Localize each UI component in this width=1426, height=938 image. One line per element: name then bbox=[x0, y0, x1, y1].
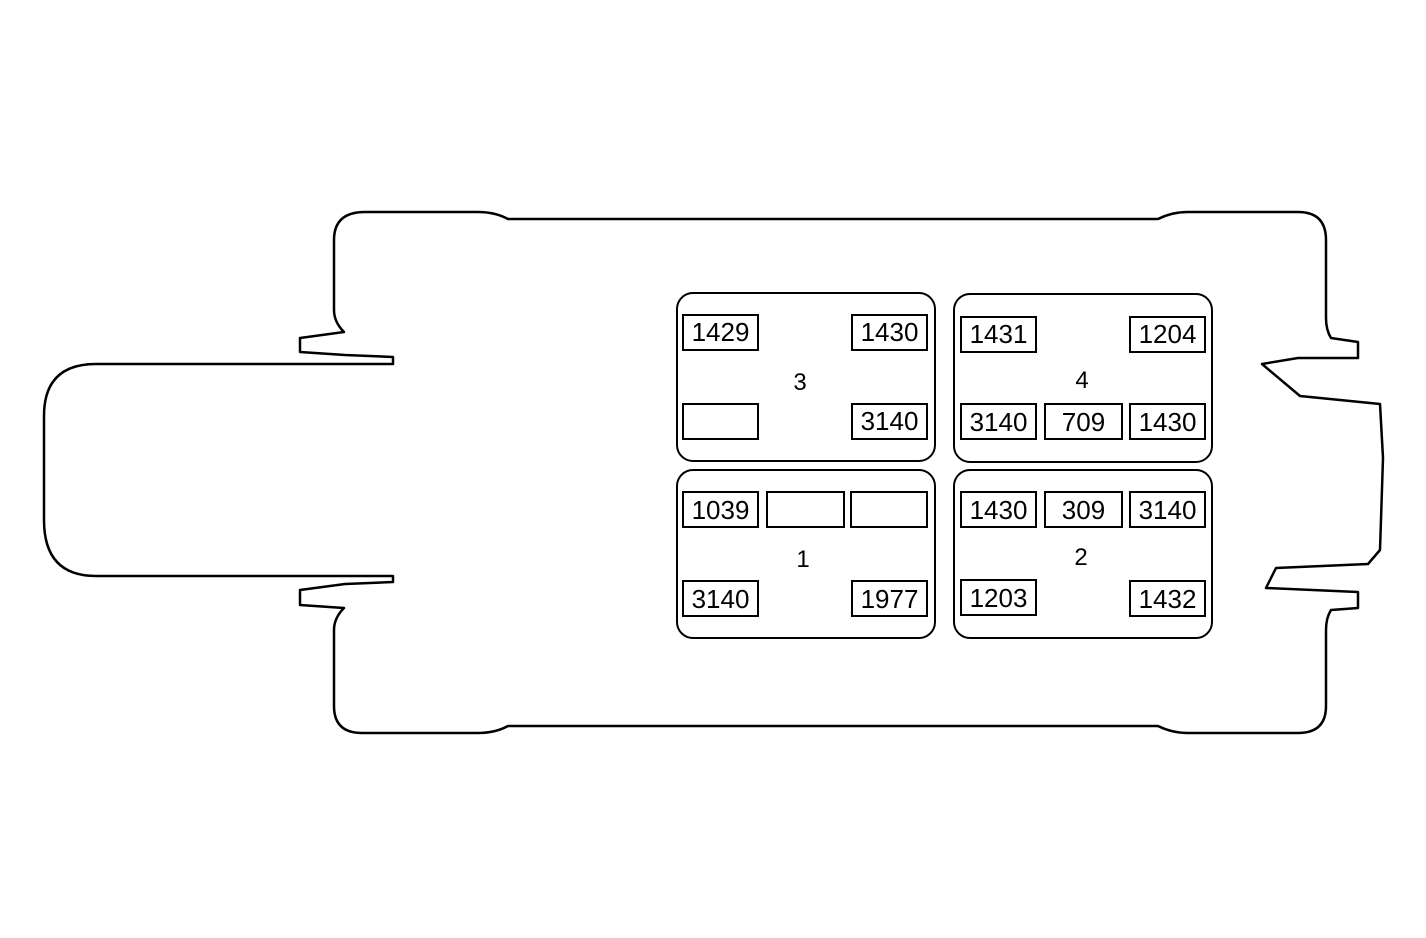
terminal-label: 1432 bbox=[1139, 584, 1197, 614]
relay-number-label: 3 bbox=[793, 369, 806, 396]
terminal-label: 1430 bbox=[1139, 407, 1197, 437]
terminal-label: 1429 bbox=[692, 317, 750, 347]
terminal-box bbox=[851, 580, 928, 617]
terminal-label: 3140 bbox=[861, 406, 919, 436]
terminal-box bbox=[1129, 403, 1206, 440]
terminal-label: 3140 bbox=[1139, 495, 1197, 525]
terminal-label: 1431 bbox=[970, 319, 1028, 349]
terminal-box bbox=[960, 316, 1037, 353]
terminal-label: 3140 bbox=[692, 584, 750, 614]
terminal-box bbox=[1044, 403, 1123, 440]
terminal-box bbox=[850, 491, 928, 528]
terminal-label: 1203 bbox=[970, 583, 1028, 613]
terminal-label: 1039 bbox=[692, 495, 750, 525]
relay-block-4-frame bbox=[953, 293, 1213, 463]
terminal-box bbox=[682, 491, 759, 528]
relay-block-3-frame bbox=[676, 292, 936, 462]
terminal-box bbox=[766, 491, 845, 528]
terminal-label: 309 bbox=[1062, 495, 1105, 525]
terminal-box bbox=[1044, 491, 1123, 528]
relay-number-label: 1 bbox=[796, 546, 809, 573]
terminal-label: 1204 bbox=[1139, 319, 1197, 349]
terminal-box bbox=[960, 491, 1037, 528]
relay-number-label: 4 bbox=[1075, 367, 1088, 394]
terminal-box bbox=[682, 403, 759, 440]
terminal-box bbox=[1129, 491, 1206, 528]
relay-block-1: 1039 1 3140 1977 bbox=[676, 469, 936, 639]
terminal-label: 709 bbox=[1062, 407, 1105, 437]
terminal-label: 1977 bbox=[861, 584, 919, 614]
relay-block-4: 1431 1204 4 3140 709 1430 bbox=[953, 293, 1213, 463]
terminal-label: 1430 bbox=[970, 495, 1028, 525]
terminal-box bbox=[1129, 580, 1206, 617]
connector-housing-outline bbox=[42, 210, 1385, 735]
relay-block-1-frame bbox=[676, 469, 936, 639]
terminal-box bbox=[851, 314, 928, 351]
terminal-box bbox=[1129, 316, 1206, 353]
terminal-box bbox=[682, 580, 759, 617]
terminal-label: 1430 bbox=[861, 317, 919, 347]
terminal-box bbox=[960, 579, 1037, 616]
relay-number-label: 2 bbox=[1074, 544, 1087, 571]
terminal-label: 3140 bbox=[970, 407, 1028, 437]
relay-block-2-frame bbox=[953, 469, 1213, 639]
relay-block-2: 1430 309 3140 2 1203 1432 bbox=[953, 469, 1213, 639]
terminal-box bbox=[682, 314, 759, 351]
terminal-box bbox=[960, 403, 1037, 440]
relay-block-3: 1429 1430 3 3140 bbox=[676, 292, 936, 462]
terminal-box bbox=[851, 403, 928, 440]
